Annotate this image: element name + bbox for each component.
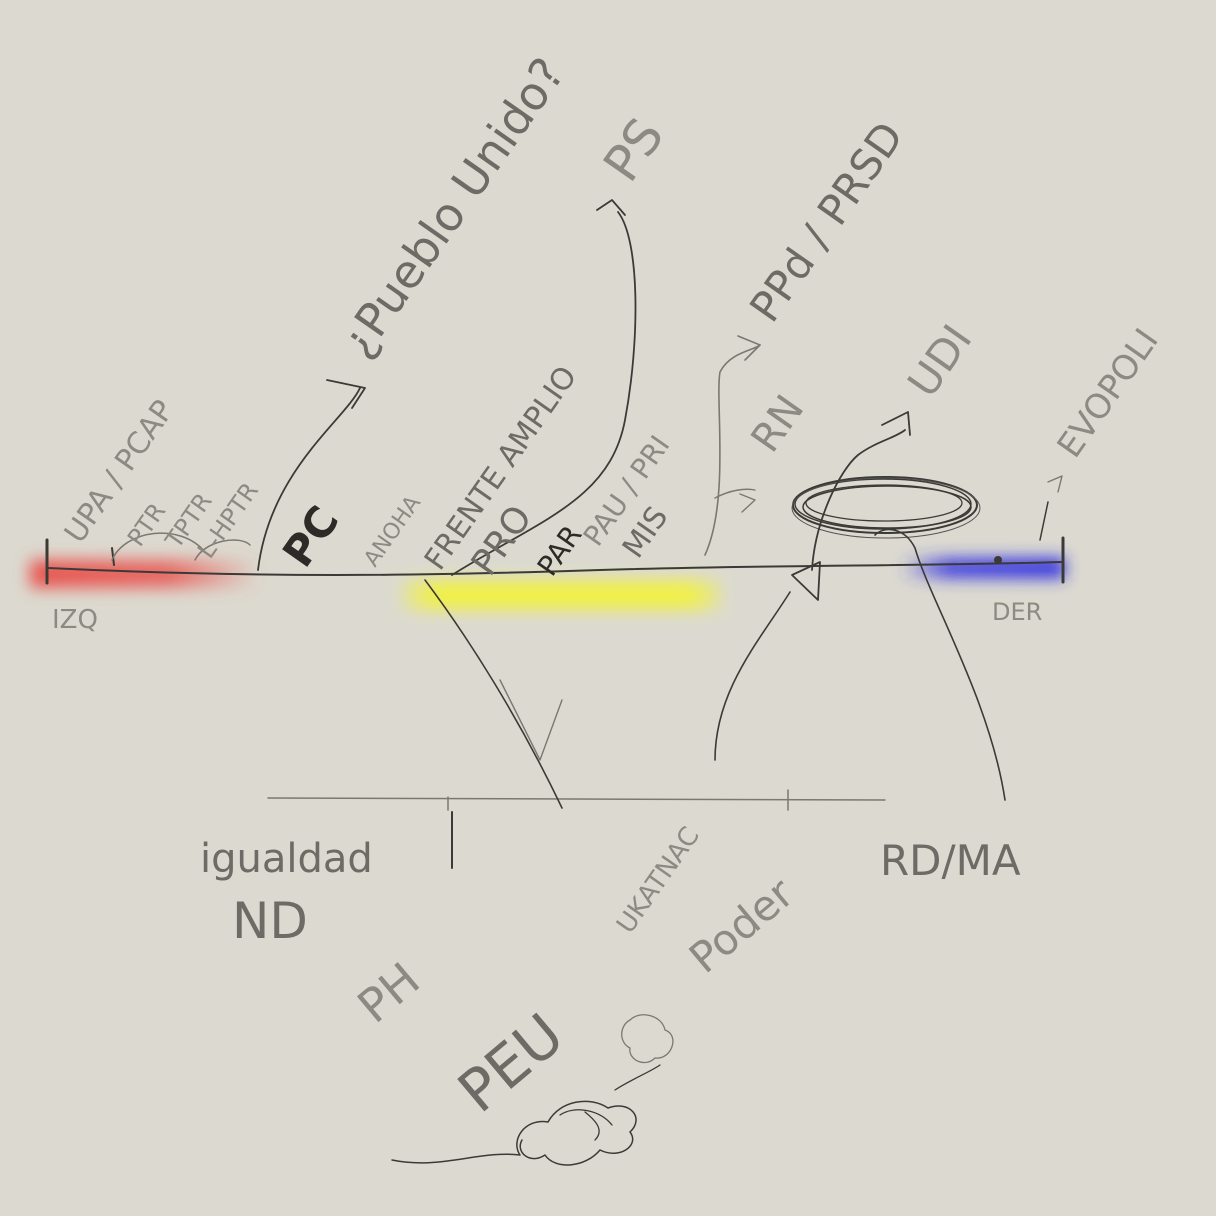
- label-izq: IZQ: [52, 605, 98, 635]
- rn-to-ppd-curve: [704, 344, 761, 556]
- label-nd: ND: [232, 892, 308, 950]
- label-ph: PH: [347, 952, 429, 1033]
- fa-to-ps-curve: [451, 211, 637, 576]
- fa-down-line: [424, 579, 563, 809]
- label-pueblo-unido: ¿Pueblo Unido?: [330, 48, 576, 366]
- label-evopoli: EVOPOLI: [1050, 322, 1167, 465]
- evopoli-arrow: [1039, 501, 1049, 541]
- rdma-up-line: [874, 528, 1006, 801]
- pc-arrowhead: [326, 379, 366, 409]
- label-rd-ma: RD/MA: [880, 836, 1021, 885]
- center-band: [402, 580, 722, 610]
- fa-down-arrow: [499, 679, 563, 761]
- political-axis-line: [47, 561, 1063, 576]
- label-ukatnac: UKATNAC: [611, 822, 706, 939]
- label-ppd-prsd: PPd / PRSD: [740, 113, 913, 331]
- label-poder: Poder: [680, 868, 803, 983]
- circle-marker: [791, 561, 821, 601]
- ppd-arrowhead: [737, 335, 761, 361]
- udi-scribble-circle: [791, 476, 981, 539]
- label-der: DER: [992, 598, 1042, 626]
- label-peu: PEU: [445, 1000, 576, 1125]
- udi-arrow-curve: [811, 429, 906, 571]
- axis-right-dot: [994, 556, 1002, 564]
- lower-to-circle-line: [714, 591, 791, 761]
- rn-small-arrow: [714, 488, 756, 513]
- ps-arrowhead: [596, 199, 626, 216]
- pc-to-pueblo-unido-curve: [257, 387, 361, 571]
- left-arc-2: [194, 539, 251, 561]
- label-ps: PS: [592, 108, 675, 192]
- label-rn: RN: [743, 387, 814, 461]
- label-pc: PC: [273, 497, 348, 576]
- udi-arrowhead: [881, 411, 911, 436]
- label-igualdad: igualdad: [200, 836, 373, 882]
- lower-axis-line: [267, 797, 886, 801]
- evopoli-arrowhead: [1047, 475, 1063, 493]
- label-upa-pcap: UPA / PCAP: [58, 394, 182, 550]
- peu-cloud-scribble: [391, 1014, 674, 1166]
- label-udi: UDI: [898, 316, 981, 406]
- left-arc-1: [111, 532, 206, 561]
- label-ptr: PTR: [122, 498, 171, 552]
- label-anoha: ANOHA: [359, 491, 426, 571]
